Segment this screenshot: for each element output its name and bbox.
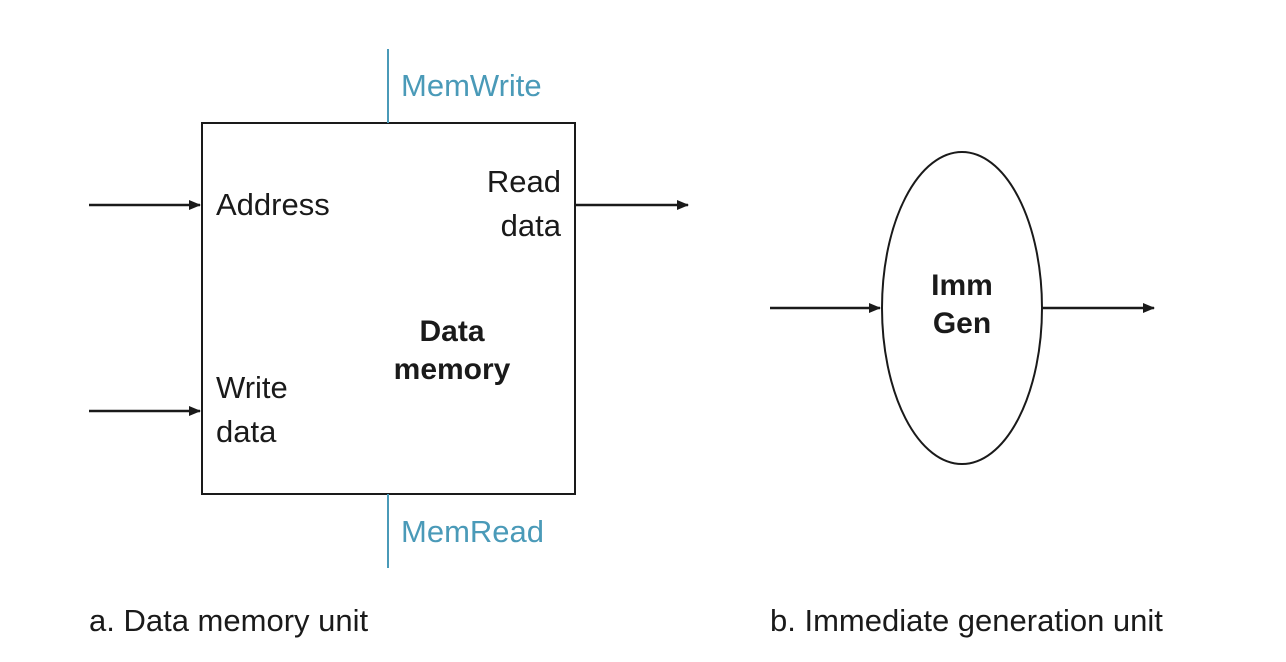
read-data-port-label: Read data bbox=[487, 160, 561, 248]
imm-gen-title-line-2: Gen bbox=[932, 307, 992, 340]
imm-gen-title-line-1: Imm bbox=[931, 269, 993, 302]
data-memory-caption: a. Data memory unit bbox=[89, 603, 369, 638]
write-data-line-2: data bbox=[216, 414, 277, 449]
memread-label: MemRead bbox=[401, 514, 544, 549]
read-data-line-2: data bbox=[500, 208, 561, 243]
read-data-line-1: Read bbox=[486, 164, 561, 199]
address-port-label: Address bbox=[216, 187, 330, 222]
data-memory-title: Data memory bbox=[372, 313, 532, 389]
imm-gen-caption: b. Immediate generation unit bbox=[770, 603, 1163, 638]
data-memory-title-line-1: Data bbox=[419, 315, 485, 348]
data-memory-title-line-2: memory bbox=[393, 353, 511, 386]
write-data-line-1: Write bbox=[216, 370, 288, 405]
write-data-port-label: Write data bbox=[216, 366, 288, 454]
data-memory-box bbox=[201, 122, 576, 495]
imm-gen-title: Imm Gen bbox=[902, 267, 1022, 343]
memwrite-label: MemWrite bbox=[401, 68, 542, 103]
